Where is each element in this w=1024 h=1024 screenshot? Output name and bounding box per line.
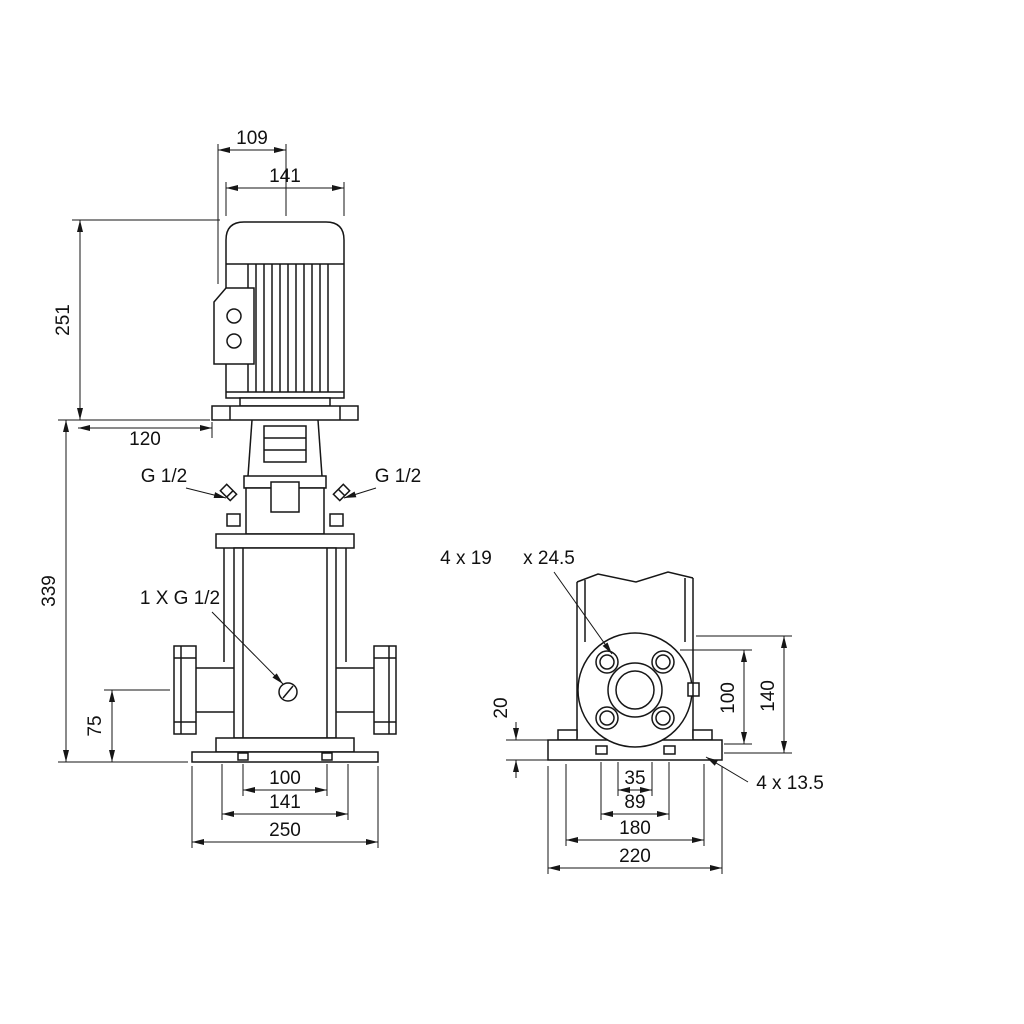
dim-251: 251	[53, 304, 74, 336]
side-view	[547, 571, 723, 761]
motor-stool	[211, 397, 359, 489]
leader-bolt-holes	[553, 571, 613, 655]
pump-base-front	[191, 737, 379, 763]
top-flange	[215, 533, 355, 549]
side-dimensions	[506, 571, 792, 874]
bolt-hole-counterbore	[651, 650, 675, 674]
dim-100-side: 100	[718, 682, 739, 714]
bore	[615, 670, 655, 710]
leader-g12-right	[343, 487, 377, 499]
staybolt-nut-left	[226, 513, 241, 527]
dim-140: 140	[758, 680, 779, 712]
label-g12-left: G 1/2	[141, 466, 187, 487]
dim-20: 20	[491, 697, 512, 718]
pump-head	[215, 481, 355, 549]
label-x24-5: x 24.5	[523, 548, 575, 569]
staybolt-nut-right	[329, 513, 344, 527]
bolt-hole	[655, 654, 671, 670]
cable-entry-hole	[226, 308, 242, 324]
bolt-hole	[599, 654, 615, 670]
label-4x19: 4 x 19	[440, 548, 492, 569]
dim-220: 220	[619, 846, 651, 867]
dim-141-top: 141	[269, 166, 301, 187]
foundation-hole	[237, 752, 249, 761]
round-flange	[577, 632, 700, 748]
dim-120: 120	[129, 429, 161, 450]
sleeve-side	[576, 571, 694, 738]
drain-plug	[278, 682, 298, 702]
pump-base-side	[547, 729, 723, 761]
leader-g12-left	[185, 487, 227, 499]
coupling	[263, 425, 307, 463]
pump-sleeve	[223, 547, 347, 739]
dim-75: 75	[85, 715, 106, 736]
foundation-hole	[321, 752, 333, 761]
dim-180: 180	[619, 818, 651, 839]
dim-100-bottom: 100	[269, 768, 301, 789]
dim-35: 35	[624, 768, 645, 789]
cable-entry-hole	[226, 333, 242, 349]
labels: 109 141 251 120 G 1/2 G 1/2 339 1 X G 1/…	[39, 128, 824, 867]
label-drain: 1 X G 1/2	[140, 588, 220, 609]
dim-109: 109	[236, 128, 268, 149]
flange-outer-circle	[577, 632, 693, 748]
dim-89: 89	[624, 792, 645, 813]
dim-339: 339	[39, 575, 60, 607]
raised-face	[607, 662, 663, 718]
vent-plug-left	[219, 483, 238, 502]
motor-body	[225, 221, 345, 399]
bolt-hole	[599, 710, 615, 726]
terminal-box	[213, 287, 255, 365]
bolt-hole-counterbore	[651, 706, 675, 730]
label-4x13-5: 4 x 13.5	[756, 773, 824, 794]
label-g12-right: G 1/2	[375, 466, 421, 487]
base-slot	[595, 745, 608, 755]
base-slot	[663, 745, 676, 755]
bolt-hole-counterbore	[595, 706, 619, 730]
front-dimensions	[58, 144, 379, 848]
discharge-flange	[336, 645, 397, 735]
dim-250: 250	[269, 820, 301, 841]
leader-base-holes	[705, 756, 749, 783]
suction-flange	[173, 645, 234, 735]
vent-plug-right	[332, 483, 351, 502]
leader-drain	[211, 611, 284, 685]
front-view	[173, 221, 397, 763]
break-line	[576, 571, 694, 583]
bolt-hole	[655, 710, 671, 726]
dim-141-bottom: 141	[269, 792, 301, 813]
